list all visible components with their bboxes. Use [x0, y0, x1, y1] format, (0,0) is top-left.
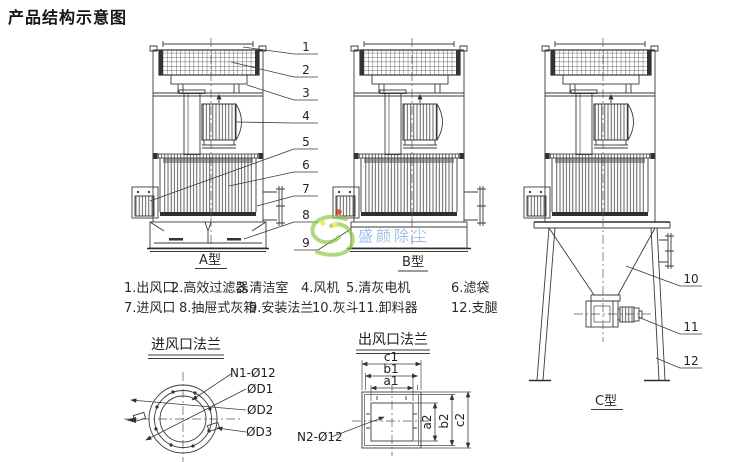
- callout-12: 12: [683, 354, 698, 368]
- machine-b-label: B型: [402, 255, 424, 270]
- callout-4: 4: [302, 109, 310, 123]
- legend-item-6: 6.滤袋: [451, 281, 489, 296]
- machine-c-side-flange: [659, 233, 674, 269]
- parts-legend: 1.出风口 2.高效过滤器 3.清洁室 4.风机 5.清灰电机 6.滤袋 7.进…: [124, 280, 498, 316]
- legend-item-9: 9.安装法兰: [249, 301, 313, 316]
- callout-8: 8: [302, 208, 310, 222]
- machine-b-inlet-flange: [463, 185, 487, 227]
- callout-5: 5: [302, 135, 310, 149]
- dim-label-d1: ØD1: [247, 382, 273, 396]
- legend-item-12: 12.支腿: [451, 301, 498, 316]
- dim-label-c2: c2: [453, 413, 467, 427]
- dim-label-d2: ØD2: [247, 403, 273, 417]
- legend-item-2: 2.高效过滤器: [171, 280, 248, 296]
- outlet-flange-title: 出风口法兰: [358, 332, 428, 348]
- outlet-flange-diagram: 出风口法兰 c1 b1 a1 a2 b2 c2 N2-Ø12: [297, 332, 471, 456]
- dim-label-c1: c1: [384, 350, 398, 364]
- legend-item-5: 5.清灰电机: [346, 281, 410, 296]
- legend-item-1: 1.出风口: [124, 281, 175, 296]
- watermark-text: 盛颜除尘: [358, 227, 430, 245]
- machine-a-drawing: A型: [131, 37, 286, 269]
- callouts-left: 1 2 3 4 5 6 7 8 9: [149, 40, 352, 251]
- callout-9: 9: [302, 236, 310, 250]
- callout-6: 6: [302, 158, 310, 172]
- dim-label-n1: N1-Ø12: [230, 366, 276, 380]
- dim-label-a1: a1: [384, 374, 399, 388]
- legend-item-10: 10.灰斗: [312, 301, 359, 316]
- callouts-right: 10 11 12: [625, 265, 702, 369]
- machine-b-body: [332, 37, 468, 223]
- page-title: 产品结构示意图: [8, 8, 127, 27]
- machine-c-label: C型: [595, 394, 617, 409]
- callout-3: 3: [302, 86, 310, 100]
- machine-a-inlet-flange: [262, 185, 286, 227]
- inlet-flange-diagram: 进风口法兰 N1-Ø12 ØD1 ØD2 ØD3: [124, 337, 276, 462]
- inlet-flange-title: 进风口法兰: [151, 337, 221, 353]
- dim-label-n2: N2-Ø12: [297, 430, 343, 444]
- machine-a-label: A型: [199, 253, 221, 268]
- callout-10: 10: [683, 272, 698, 286]
- callout-2: 2: [302, 63, 310, 77]
- callout-1: 1: [302, 40, 310, 54]
- machine-c-drawing: C型: [523, 37, 674, 410]
- machine-c-body: [523, 37, 659, 223]
- dim-label-d3: ØD3: [246, 425, 272, 439]
- callout-7: 7: [302, 182, 310, 196]
- legend-item-4: 4.风机: [301, 281, 339, 296]
- dim-label-b2: b2: [437, 413, 451, 428]
- legend-item-3: 3.清洁室: [237, 280, 288, 296]
- legend-item-8: 8.抽屉式灰箱: [179, 300, 256, 316]
- logo-swoosh-icon: [310, 209, 355, 257]
- legend-item-7: 7.进风口: [124, 301, 175, 316]
- dim-label-a2: a2: [420, 415, 434, 430]
- dim-label-b1: b1: [383, 362, 398, 376]
- callout-11: 11: [683, 320, 698, 334]
- legend-item-11: 11.卸料器: [358, 300, 418, 316]
- watermark: 盛颜除尘: [310, 209, 430, 257]
